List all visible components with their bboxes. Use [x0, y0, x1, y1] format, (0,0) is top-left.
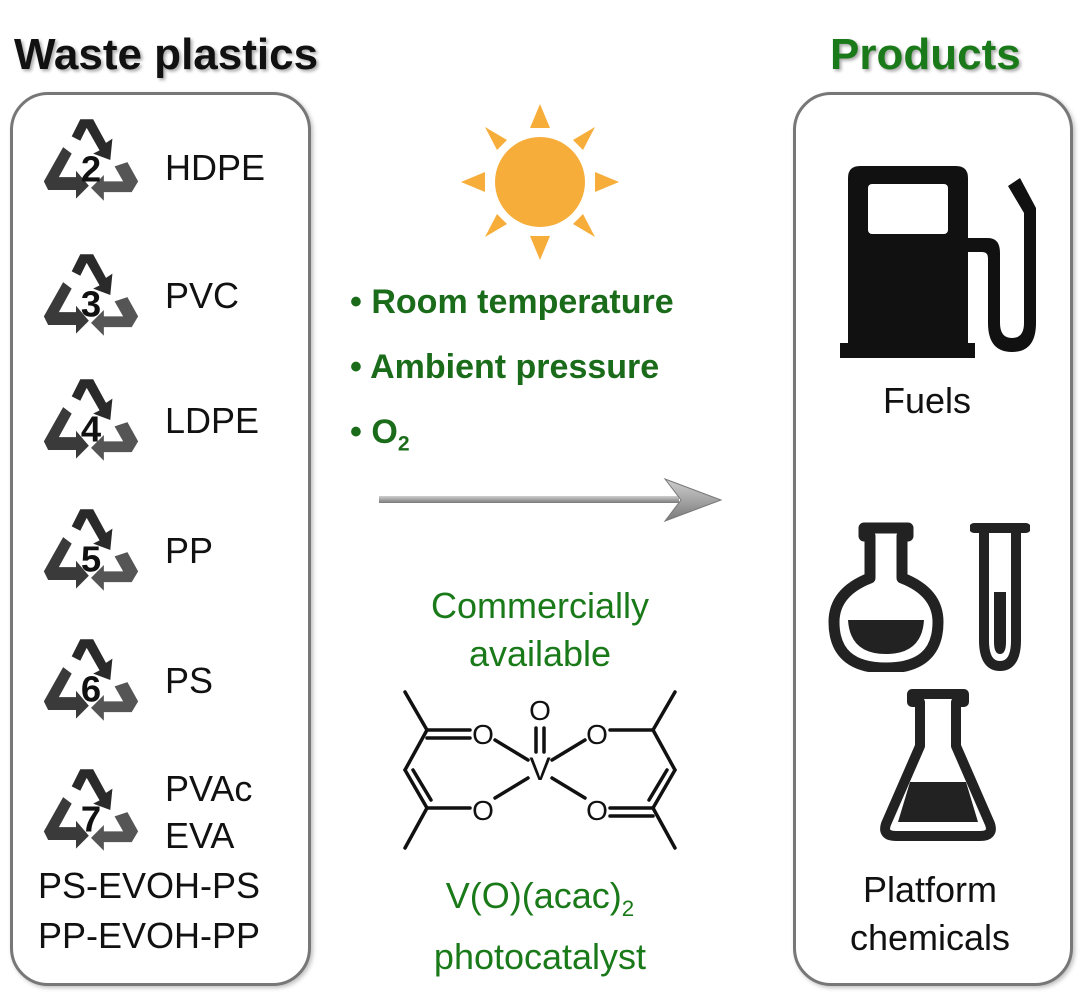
round-flask-icon [826, 522, 946, 674]
waste-plastics-title: Waste plastics [14, 30, 319, 79]
atom-o-top: O [529, 695, 551, 726]
plastic-label-hdpe: HDPE [165, 147, 266, 188]
condition-text: Room temperature [371, 283, 674, 321]
recycle-icon: 7 [36, 765, 146, 855]
atom-o-right-bottom: O [586, 795, 608, 826]
plastic-label-pp-evoh-pp: PP-EVOH-PP [38, 915, 261, 956]
atom-o-right-top: O [586, 719, 608, 750]
erlenmeyer-flask-icon [878, 688, 998, 843]
catalyst-role: photocatalyst [433, 935, 647, 977]
plastic-label-ps-evoh-ps: PS-EVOH-PS [38, 865, 261, 906]
recycle-icon: 5 [36, 505, 146, 595]
plastic-label-ps: PS [165, 660, 214, 701]
recycle-icon: 3 [36, 250, 146, 340]
plastic-label-pp: PP [165, 530, 214, 571]
arrow-icon [375, 475, 725, 525]
condition-ambient-pressure: • Ambient pressure [350, 348, 659, 387]
catalyst-description: Commercially available [380, 582, 700, 678]
recycle-code: 7 [81, 798, 101, 839]
recycle-icon: 4 [36, 375, 146, 465]
atom-v: V [529, 751, 551, 787]
products-title: Products [830, 30, 1021, 79]
atom-o-left-bottom: O [472, 795, 494, 826]
vanadyl-acac-structure: O V O O O O [395, 690, 685, 865]
bullet: • [350, 283, 362, 321]
o2-main: O [371, 413, 398, 451]
recycle-code: 4 [81, 408, 102, 449]
plastic-label-pvac: PVAc [165, 768, 253, 809]
platform-line2: chemicals [849, 917, 1011, 958]
catalyst-line1: Commercially [430, 585, 650, 626]
fuel-pump-icon [840, 158, 1040, 368]
recycle-code: 6 [81, 668, 101, 709]
bullet: • [350, 413, 362, 451]
formula-subscript: 2 [621, 895, 635, 921]
platform-line1: Platform [862, 869, 998, 910]
recycle-code: 2 [81, 148, 101, 189]
plastic-label-ldpe: LDPE [165, 400, 260, 441]
condition-o2: • O2 [350, 413, 410, 456]
fuels-label: Fuels [883, 380, 972, 421]
plastic-label-pvc: PVC [165, 275, 240, 316]
bullet: • [350, 348, 362, 386]
formula-main: V(O)(acac) [445, 875, 622, 916]
condition-room-temperature: • Room temperature [350, 283, 674, 322]
sun-icon [455, 100, 625, 265]
o2-subscript: 2 [397, 432, 410, 456]
platform-chemicals-label: Platform chemicals [800, 866, 1060, 962]
condition-text: Ambient pressure [370, 348, 660, 386]
catalyst-formula: V(O)(acac)2 [380, 872, 700, 933]
test-tube-icon [969, 522, 1031, 672]
catalyst-line2: available [468, 633, 612, 674]
recycle-icon: 6 [36, 635, 146, 725]
recycle-code: 5 [81, 538, 101, 579]
atom-o-left-top: O [472, 719, 494, 750]
catalyst-formula-block: V(O)(acac)2 photocatalyst [380, 872, 700, 981]
recycle-code: 3 [81, 283, 101, 324]
recycle-icon: 2 [36, 115, 146, 205]
plastic-label-eva: EVA [165, 815, 235, 856]
